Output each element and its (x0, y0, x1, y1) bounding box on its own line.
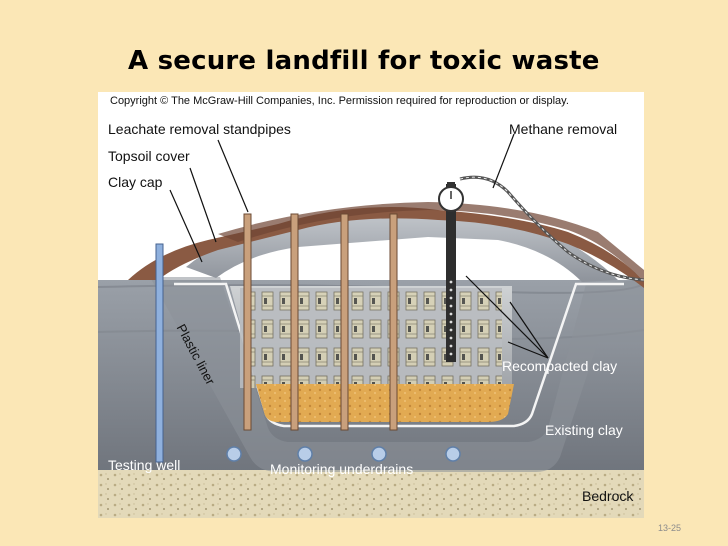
methane-gauge-icon (438, 182, 464, 212)
slide-number: 13-25 (658, 523, 682, 533)
testing-well-pipe (155, 243, 164, 463)
slide-title: A secure landfill for toxic waste (128, 46, 600, 76)
label-bedrock: Bedrock (582, 488, 634, 504)
label-leachate-standpipes: Leachate removal standpipes (108, 121, 291, 137)
label-topsoil-cover: Topsoil cover (108, 148, 190, 164)
label-monitoring-underdrains: Monitoring underdrains (270, 461, 414, 477)
label-leader-lines (169, 133, 549, 359)
topsoil-cover (128, 207, 644, 288)
copyright-notice: Copyright © The McGraw-Hill Companies, I… (110, 95, 569, 107)
waste-drums (240, 288, 502, 388)
bedrock-layer (98, 470, 644, 518)
methane-vent-pipe (446, 184, 456, 362)
label-clay-cap: Clay cap (108, 174, 163, 190)
monitoring-underdrains (226, 446, 461, 462)
label-existing-clay: Existing clay (545, 422, 623, 438)
landfill-diagram: Copyright © The McGraw-Hill Companies, I… (98, 92, 644, 518)
gravel-drainage-layer (256, 384, 514, 422)
label-methane-removal: Methane removal (509, 121, 618, 137)
leachate-standpipes (243, 213, 398, 431)
landfill-cross-section (98, 92, 644, 518)
label-testing-well: Testing well (108, 457, 181, 473)
methane-vent-perforations (449, 280, 453, 356)
label-recompacted-clay: Recompacted clay (502, 358, 618, 374)
